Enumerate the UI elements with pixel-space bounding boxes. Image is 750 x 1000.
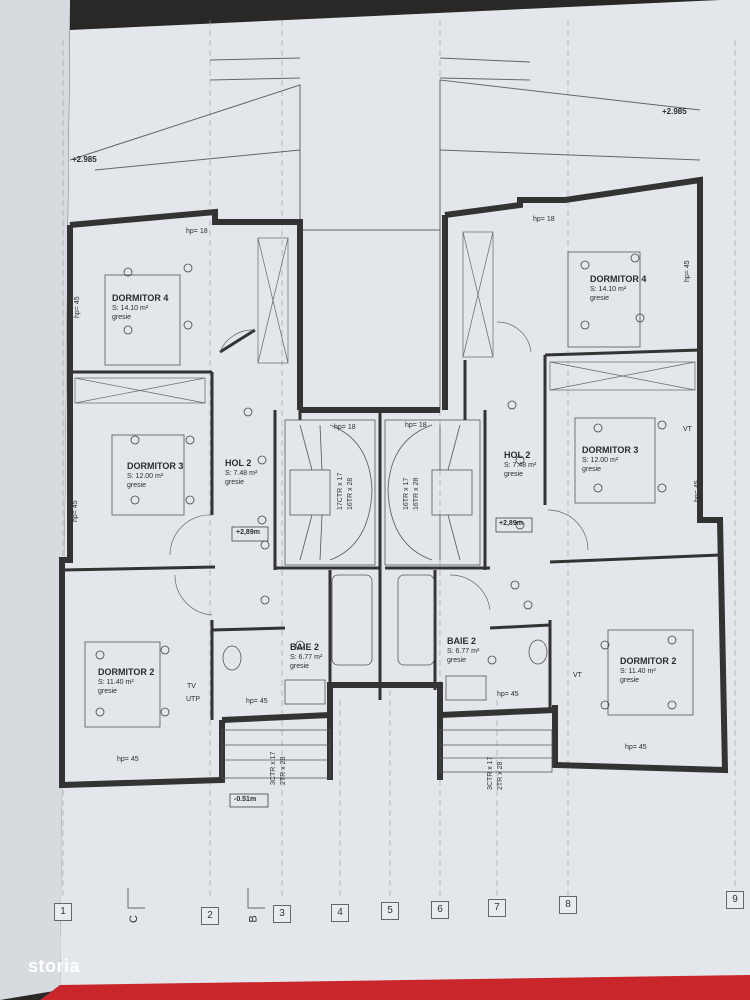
level-markers bbox=[229, 517, 533, 808]
bath-fixtures bbox=[222, 574, 548, 705]
stair-label: 16TR x 28 bbox=[347, 477, 354, 510]
hp-label: hp= 45 bbox=[117, 756, 139, 763]
tv-label: TV bbox=[187, 683, 196, 690]
hp-label: hp= 45 bbox=[246, 698, 268, 705]
axis-number: 8 bbox=[559, 896, 577, 914]
utp-label: UTP bbox=[186, 696, 200, 703]
entrance-stairs bbox=[221, 729, 553, 779]
vt-label: VT bbox=[573, 672, 582, 679]
internal-walls-left bbox=[61, 222, 382, 720]
room-name: BAIE 2 bbox=[447, 636, 477, 646]
sheet bbox=[60, 0, 750, 995]
storia-watermark: storia bbox=[28, 956, 81, 976]
hp-label: hp= 18 bbox=[186, 228, 208, 235]
room-material: gresie bbox=[290, 663, 310, 670]
room-name: DORMITOR 4 bbox=[590, 274, 647, 284]
room-name: BAIE 2 bbox=[290, 642, 320, 652]
axis-letter: C bbox=[127, 915, 140, 923]
axis-number: 3 bbox=[273, 905, 291, 923]
room-name: DORMITOR 2 bbox=[98, 667, 155, 677]
room-area: S: 14.10 m² bbox=[112, 305, 149, 312]
level-roof-right: +2.985 bbox=[662, 107, 687, 116]
left-page-edge bbox=[0, 0, 70, 1000]
stair-label: 16TR x 17 bbox=[403, 477, 410, 510]
stair-label: 3CTR x 17 bbox=[487, 756, 494, 790]
axis-number: 1 bbox=[54, 903, 72, 921]
level-roof-left: +2.985 bbox=[72, 155, 97, 164]
axis-number: 6 bbox=[431, 901, 449, 919]
room-material: gresie bbox=[504, 471, 524, 478]
room-area: S: 6.77 m² bbox=[290, 654, 323, 661]
room-name: DORMITOR 2 bbox=[620, 656, 677, 666]
axis-number: 5 bbox=[381, 902, 399, 920]
room-area: S: 12.00 m² bbox=[127, 473, 164, 480]
room-name: HOL 2 bbox=[504, 450, 531, 460]
stair-label: 2TR x 28 bbox=[497, 761, 504, 790]
hp-label: hp= 18 bbox=[334, 424, 356, 431]
room-area: S: 11.40 m² bbox=[98, 679, 134, 686]
axis-number: 4 bbox=[331, 904, 349, 922]
room-material: gresie bbox=[620, 677, 640, 684]
room-material: gresie bbox=[447, 657, 467, 664]
cover-red bbox=[40, 975, 750, 1000]
axis-number: 2 bbox=[201, 907, 219, 925]
axis-number: 9 bbox=[726, 891, 744, 909]
room-name: DORMITOR 3 bbox=[127, 461, 184, 471]
room-area: S: 12.00 m² bbox=[582, 457, 619, 464]
axis-letter-marks bbox=[127, 888, 265, 909]
internal-walls-right bbox=[385, 348, 721, 710]
room-name: DORMITOR 4 bbox=[112, 293, 169, 303]
room-area: S: 7.48 m² bbox=[225, 470, 258, 477]
hp-label: hp= 18 bbox=[405, 422, 427, 429]
room-material: gresie bbox=[590, 295, 610, 302]
lights bbox=[95, 253, 677, 717]
wardrobes bbox=[74, 231, 696, 404]
stair-label: 3CTR x 17 bbox=[270, 751, 277, 785]
room-area: S: 11.40 m² bbox=[620, 668, 656, 675]
hp-label: hp= 45 bbox=[684, 260, 691, 282]
doors bbox=[169, 321, 589, 616]
stairs bbox=[284, 419, 481, 566]
room-material: gresie bbox=[225, 479, 245, 486]
level-entrance: -0.51m bbox=[234, 796, 257, 803]
room-material: gresie bbox=[98, 688, 118, 695]
hp-label: hp= 18 bbox=[533, 216, 555, 223]
hp-label: hp= 45 bbox=[74, 296, 81, 318]
hp-label: hp= 45 bbox=[694, 480, 701, 502]
stair-label: 16TR x 28 bbox=[413, 477, 420, 510]
axis-letter: B bbox=[247, 915, 260, 923]
stair-label: 2TR x 28 bbox=[280, 756, 287, 785]
room-material: gresie bbox=[127, 482, 147, 489]
room-area: S: 7.48 m² bbox=[504, 462, 537, 469]
room-material: gresie bbox=[112, 314, 132, 321]
room-material: gresie bbox=[582, 466, 602, 473]
room-area: S: 6.77 m² bbox=[447, 648, 480, 655]
hp-label: hp= 45 bbox=[497, 691, 519, 698]
room-area: S: 14.10 m² bbox=[590, 286, 627, 293]
level-floor-right: +2,89m bbox=[499, 520, 523, 527]
room-name: HOL 2 bbox=[225, 458, 252, 468]
stair-label: 17CTR x 17 bbox=[337, 472, 344, 510]
beds bbox=[84, 251, 694, 728]
hp-label: hp= 45 bbox=[625, 744, 647, 751]
room-name: DORMITOR 3 bbox=[582, 445, 639, 455]
axis-number: 7 bbox=[488, 899, 506, 917]
vt-label: VT bbox=[683, 426, 692, 433]
hp-label: hp= 45 bbox=[72, 500, 79, 522]
level-floor-left: +2,89m bbox=[236, 529, 260, 536]
